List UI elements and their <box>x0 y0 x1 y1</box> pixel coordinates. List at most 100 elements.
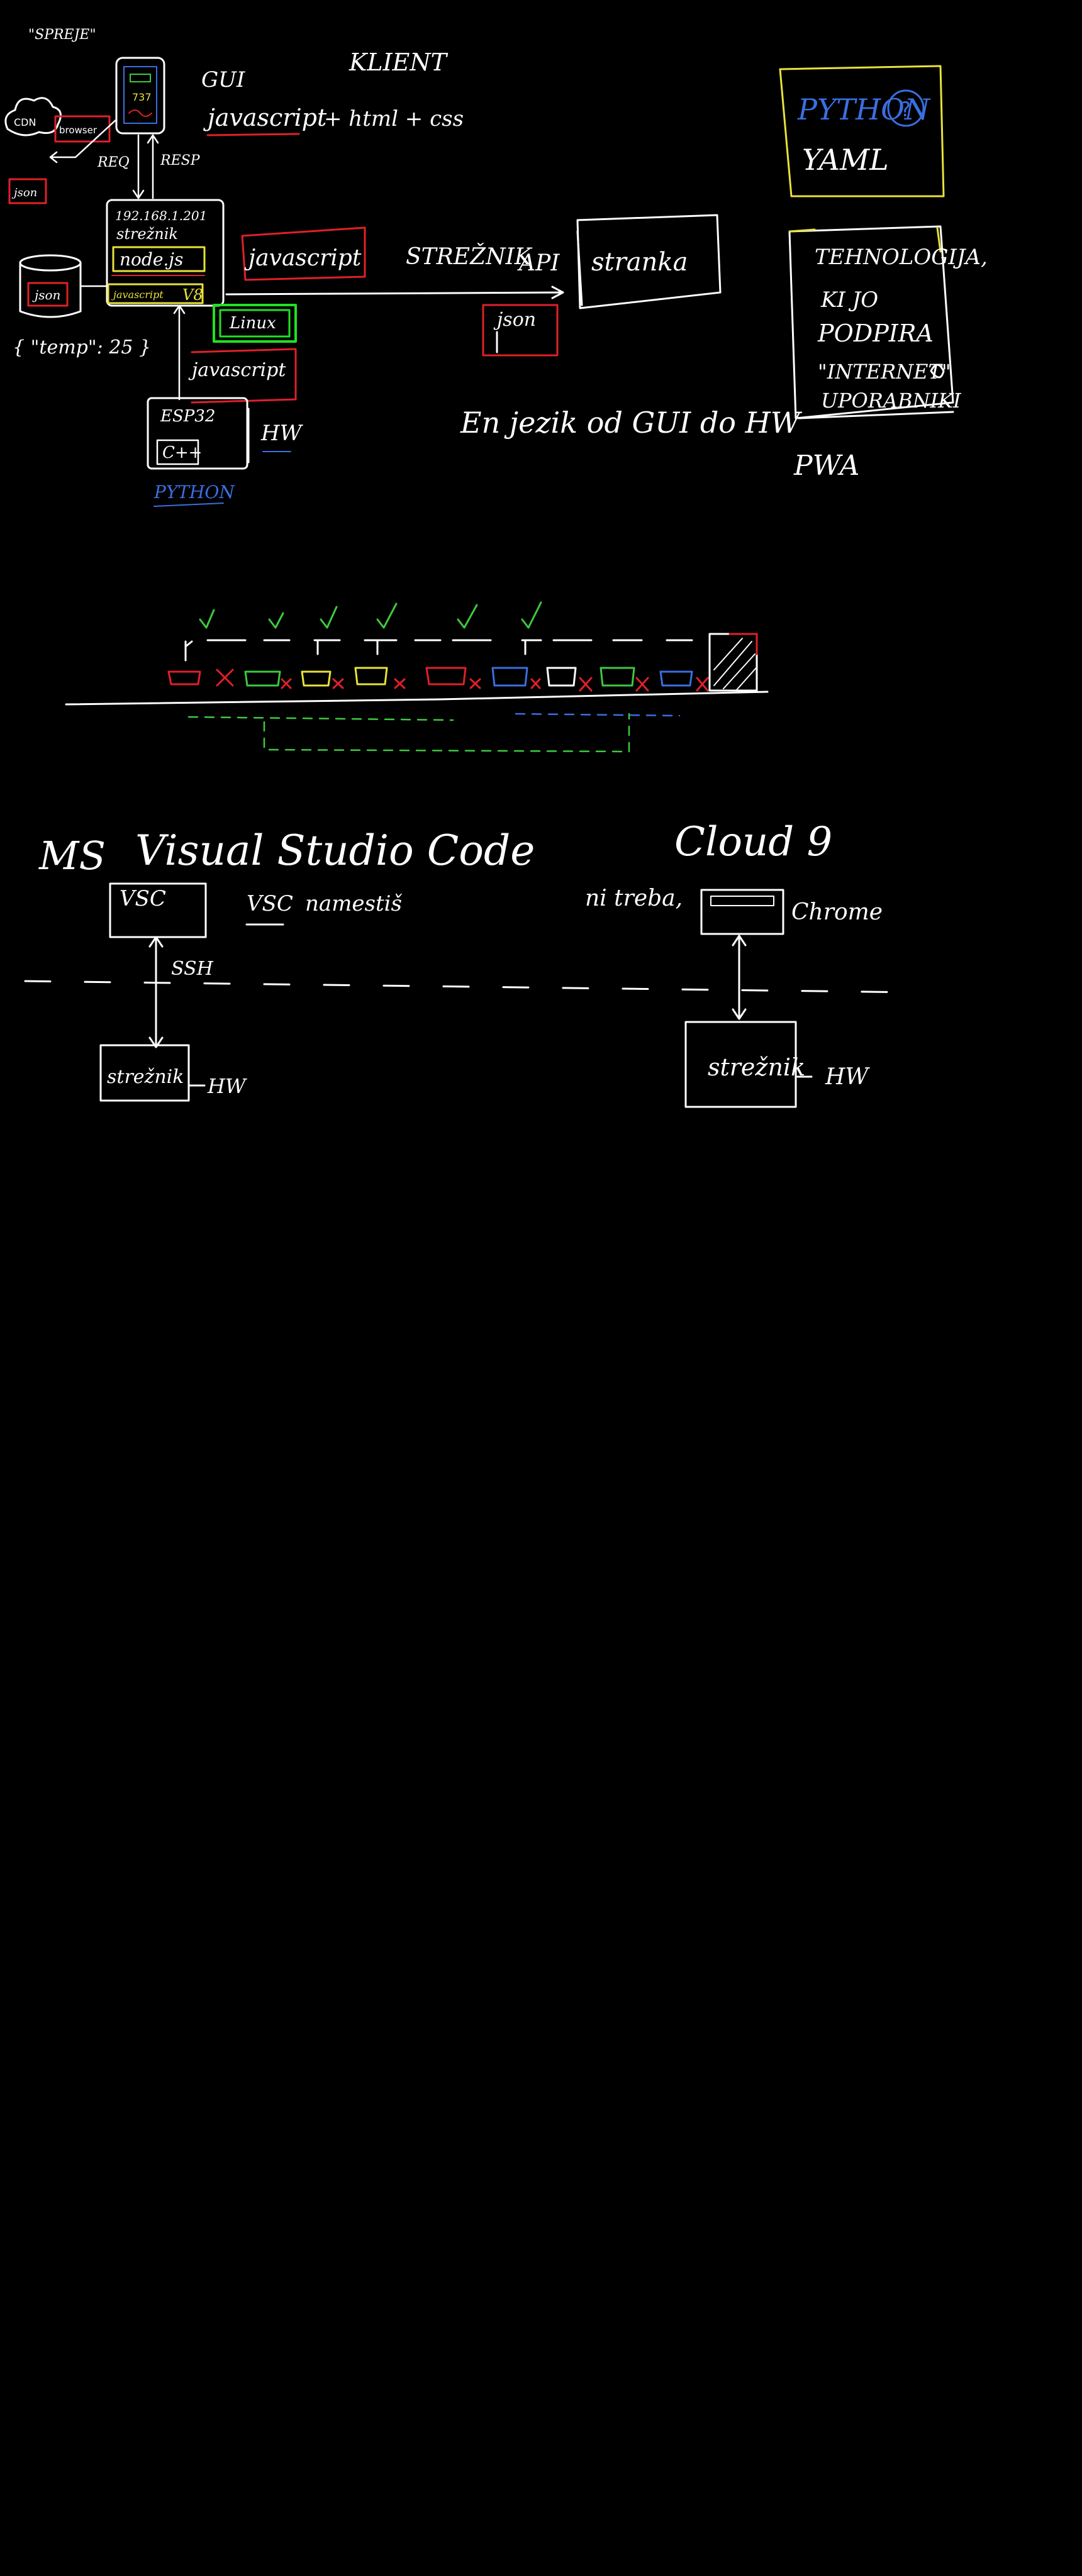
check-mark <box>521 601 542 629</box>
vscode-ms-label: MS <box>38 833 106 879</box>
esp32-label: ESP32 <box>160 407 215 426</box>
server-esp-arrow <box>173 304 186 401</box>
phone-screen-value: 737 <box>132 91 152 103</box>
check-mark <box>457 604 478 629</box>
stranka-box <box>576 214 722 309</box>
vsc-note-rest-label: namestiš <box>305 891 403 916</box>
cpp-box <box>156 439 199 465</box>
cart <box>546 667 577 687</box>
check-mark <box>376 602 398 629</box>
cloud9-arrow <box>732 935 747 1020</box>
resp-label: RESP <box>160 153 201 169</box>
gui-label: GUI <box>201 67 245 92</box>
javascript-right-label: javascript <box>244 245 362 271</box>
tech-line-5: UPORABNIKI <box>821 389 962 413</box>
train-carts <box>167 667 709 692</box>
server-box <box>106 199 225 307</box>
check-mark <box>268 612 284 629</box>
ssh-arrow <box>148 936 164 1048</box>
linux-box <box>213 304 297 343</box>
cart <box>244 670 281 687</box>
train-blue-dash <box>515 713 681 717</box>
klient-label: KLIENT <box>349 48 449 76</box>
chrome-inner <box>710 896 774 906</box>
cart-x <box>469 678 481 689</box>
node-js-box <box>112 246 206 272</box>
train-signal-line <box>184 639 693 662</box>
linux-inner <box>219 309 291 338</box>
browser-label: browser <box>59 125 98 136</box>
tech-underline <box>798 364 954 419</box>
caption-label: En jezik od GUI do HW <box>460 406 803 440</box>
vscode-hw-label: HW <box>207 1074 248 1098</box>
vscode-server-box <box>99 1044 190 1102</box>
node-js-label: node.js <box>120 249 183 270</box>
tech-line-1: TEHNOLOGIJA, <box>815 245 988 270</box>
phone-screen <box>123 66 157 124</box>
json-right-label: json <box>493 309 536 331</box>
phone-widget <box>130 74 151 82</box>
chrome-label: Chrome <box>791 899 883 925</box>
req-arrow <box>132 134 145 199</box>
check-mark <box>320 606 338 629</box>
js-right-bracket <box>241 226 366 281</box>
tech-frame-yellow-corner <box>788 226 942 253</box>
js-v8-box <box>107 283 204 304</box>
train-station-hatch <box>713 638 757 691</box>
cart <box>301 670 332 687</box>
resp-arrow <box>147 134 159 199</box>
db-top <box>19 254 82 272</box>
cpp-label: C++ <box>162 443 202 462</box>
json-right-box <box>482 304 559 357</box>
db-body <box>19 262 82 318</box>
json-small-label: json <box>11 186 37 199</box>
tech-line-4: "INTERNET" <box>818 360 951 384</box>
cart <box>600 667 635 687</box>
cart-x <box>281 678 292 689</box>
cloud9-hw-label: HW <box>825 1064 870 1090</box>
train-track <box>65 691 769 706</box>
js-v8-js-label: javascript <box>111 289 164 301</box>
js-v8-v8-label: V8 <box>182 286 203 304</box>
yaml-label: YAML <box>802 143 889 177</box>
train-green-dash-1 <box>187 716 454 721</box>
stranka-divider <box>576 230 583 306</box>
network-boundary-dashed <box>24 980 920 994</box>
cart-x <box>332 678 344 689</box>
pwa-label: PWA <box>793 450 859 482</box>
cloud-label: CDN <box>14 116 36 128</box>
vsc-box-label: VSC <box>120 886 166 911</box>
python-yaml-frame <box>779 65 945 197</box>
html-css-label: + html + css <box>324 106 464 131</box>
api-label: API <box>517 250 560 276</box>
js-mid-bracket <box>191 348 297 404</box>
python-label: PYTHON <box>797 92 931 126</box>
linux-label: Linux <box>229 314 276 333</box>
phone-device <box>115 57 165 135</box>
cart-x <box>394 678 406 689</box>
vscode-title-label: Visual Studio Code <box>135 826 535 875</box>
tech-frame <box>788 225 954 419</box>
question-circle <box>887 89 925 127</box>
vsc-note-label: VSC <box>247 891 293 916</box>
cart-x <box>696 677 709 692</box>
stranka-label: stranka <box>591 248 688 277</box>
cart <box>425 667 467 686</box>
server-name-label: strežnik <box>116 225 178 243</box>
cart <box>491 667 528 687</box>
db-json-label: json <box>32 287 60 303</box>
browser-box <box>54 115 111 143</box>
phone-chart-line <box>128 109 152 117</box>
cloud-shape <box>4 97 62 136</box>
check-mark <box>199 609 215 629</box>
server-ip-label: 192.168.1.201 <box>115 208 207 223</box>
cloud9-server-label: strežnik <box>708 1053 805 1081</box>
cloud9-server-box <box>684 1021 797 1108</box>
javascript-top-label: javascript <box>203 104 327 131</box>
phone-to-browser-arrow <box>49 118 118 164</box>
tech-line-3: PODPIRA <box>817 319 934 347</box>
cart <box>659 670 693 687</box>
cart-x <box>635 677 649 692</box>
cart <box>167 670 201 686</box>
vsc-box <box>109 882 207 938</box>
